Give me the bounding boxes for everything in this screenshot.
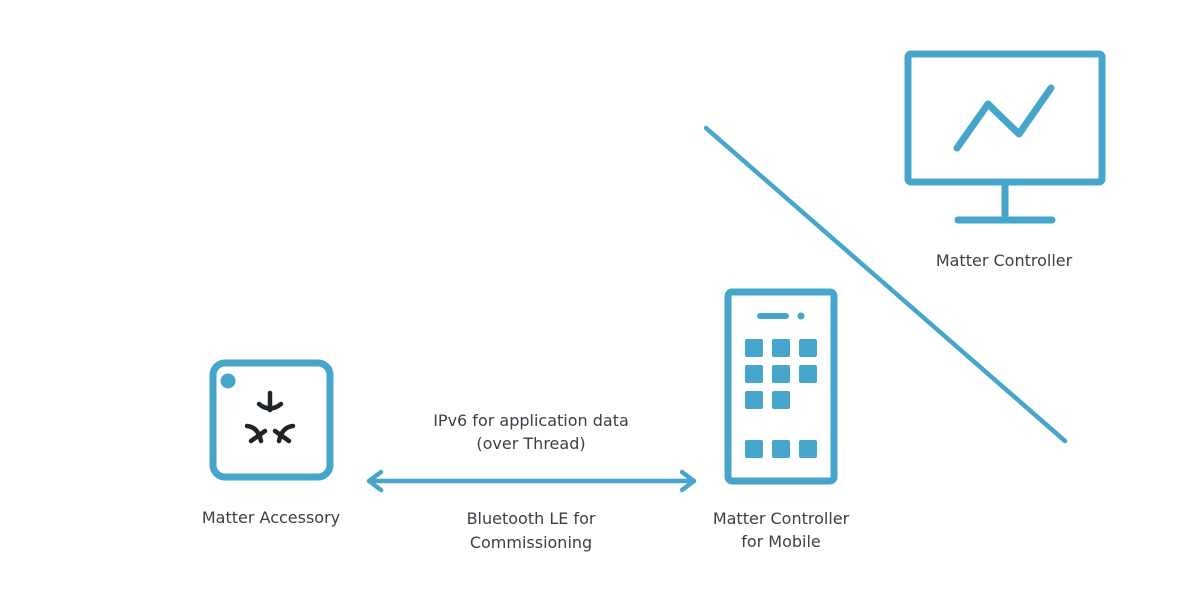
mobile-controller-label-line1: Matter Controller: [712, 509, 850, 528]
monitor-chart-icon: [904, 50, 1106, 224]
edge-label-ipv6: IPv6 for application data: [433, 411, 629, 430]
bidirectional-arrow: [366, 469, 697, 493]
smartphone-icon: [724, 288, 838, 485]
mobile-controller-label-line2: for Mobile: [741, 532, 821, 551]
app-grid: [745, 339, 817, 458]
edge-label-thread: (over Thread): [476, 434, 586, 453]
matter-accessory-icon: [209, 359, 334, 481]
accessory-label: Matter Accessory: [201, 508, 341, 527]
matter-logo-icon: [244, 390, 296, 444]
edge-label-commissioning: Commissioning: [469, 533, 593, 552]
edge-label-bluetooth: Bluetooth LE for: [466, 509, 596, 528]
diagonal-divider-line: [703, 125, 1068, 444]
desktop-controller-label: Matter Controller: [935, 251, 1073, 270]
